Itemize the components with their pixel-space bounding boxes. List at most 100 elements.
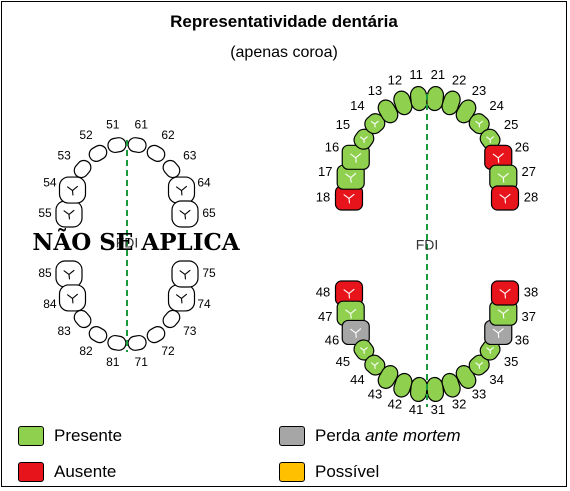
tooth-number-81: 81 (106, 355, 120, 369)
legend-item-possivel: Possível (279, 462, 379, 482)
tooth-83 (73, 309, 92, 329)
tooth-number-43: 43 (368, 387, 382, 402)
tooth-52 (88, 144, 108, 162)
tooth-crown-32 (441, 372, 461, 398)
tooth-crown-62 (146, 144, 166, 162)
tooth-number-75: 75 (202, 266, 216, 280)
tooth-number-55: 55 (38, 206, 52, 220)
tooth-number-36: 36 (515, 332, 529, 347)
tooth-crown-71 (127, 334, 147, 351)
tooth-54 (58, 176, 87, 204)
chart-title: Representatividade dentária (170, 12, 398, 31)
legend-label-possivel: Possível (315, 462, 380, 481)
tooth-number-13: 13 (368, 83, 382, 98)
tooth-number-47: 47 (318, 309, 332, 324)
tooth-61 (127, 137, 147, 154)
tooth-number-35: 35 (504, 354, 518, 369)
tooth-number-51: 51 (106, 118, 120, 132)
tooth-number-63: 63 (183, 148, 197, 162)
tooth-number-74: 74 (197, 297, 211, 311)
tooth-64 (167, 176, 196, 204)
tooth-32 (441, 372, 461, 398)
legend-label-perda: Perda ante mortem (315, 426, 461, 445)
tooth-number-26: 26 (515, 139, 529, 154)
tooth-number-18: 18 (316, 189, 330, 204)
permanent-fdi-label: FDI (416, 237, 439, 253)
tooth-31 (426, 376, 445, 403)
tooth-number-62: 62 (161, 128, 175, 142)
tooth-number-34: 34 (489, 372, 503, 387)
tooth-number-53: 53 (58, 148, 72, 162)
tooth-number-85: 85 (38, 266, 52, 280)
tooth-number-33: 33 (472, 387, 486, 402)
tooth-62 (146, 144, 166, 162)
tooth-number-27: 27 (521, 164, 535, 179)
tooth-crown-82 (88, 326, 108, 344)
tooth-number-65: 65 (202, 206, 216, 220)
tooth-28 (490, 185, 520, 211)
tooth-crown-13 (377, 99, 399, 124)
legend-item-ausente: Ausente (18, 462, 116, 482)
tooth-crown-43 (377, 365, 399, 389)
tooth-number-84: 84 (43, 297, 57, 311)
tooth-46 (341, 319, 370, 346)
tooth-crown-81 (107, 334, 127, 351)
tooth-34 (468, 354, 490, 376)
legend-label-ausente: Ausente (54, 462, 117, 481)
tooth-crown-22 (441, 90, 461, 116)
legend-swatch-presente (18, 426, 44, 446)
tooth-72 (146, 326, 166, 344)
tooth-38 (490, 280, 520, 306)
tooth-51 (107, 137, 127, 154)
tooth-number-42: 42 (388, 397, 402, 412)
tooth-crown-83 (73, 309, 92, 329)
tooth-81 (107, 334, 127, 351)
tooth-number-83: 83 (58, 324, 72, 338)
tooth-number-31: 31 (431, 402, 445, 417)
legend-swatch-perda (279, 426, 305, 446)
legend-swatch-possivel (279, 462, 305, 482)
tooth-number-22: 22 (452, 72, 466, 87)
legend-item-perda: Perda ante mortem (279, 426, 461, 446)
tooth-crown-73 (162, 309, 181, 329)
tooth-74 (167, 284, 196, 312)
tooth-24 (468, 113, 490, 135)
tooth-number-46: 46 (325, 332, 339, 347)
tooth-crown-61 (127, 137, 147, 154)
tooth-number-38: 38 (524, 284, 538, 299)
tooth-number-82: 82 (79, 344, 93, 358)
not-applicable-overlay: NÃO SE APLICA (32, 229, 240, 256)
legend-swatch-ausente (18, 462, 44, 482)
tooth-number-28: 28 (524, 189, 538, 204)
tooth-16 (341, 144, 370, 170)
tooth-73 (162, 309, 181, 329)
tooth-crown-51 (107, 137, 127, 154)
tooth-17 (336, 164, 365, 190)
tooth-number-25: 25 (504, 117, 518, 132)
tooth-65 (171, 200, 199, 228)
tooth-13 (377, 99, 399, 124)
tooth-75 (171, 260, 199, 288)
tooth-number-64: 64 (197, 175, 211, 189)
tooth-number-17: 17 (318, 164, 332, 179)
tooth-number-16: 16 (325, 139, 339, 154)
tooth-71 (127, 334, 147, 351)
tooth-22 (441, 90, 461, 116)
tooth-number-45: 45 (336, 354, 350, 369)
tooth-15 (353, 128, 375, 150)
tooth-number-72: 72 (161, 344, 175, 358)
tooth-crown-63 (162, 159, 181, 179)
tooth-number-14: 14 (350, 98, 364, 113)
tooth-number-11: 11 (409, 67, 423, 82)
tooth-number-15: 15 (336, 117, 350, 132)
tooth-55 (55, 200, 83, 228)
tooth-number-61: 61 (135, 118, 149, 132)
legend-label-presente: Presente (54, 426, 123, 445)
tooth-43 (377, 365, 399, 389)
tooth-number-12: 12 (388, 72, 402, 87)
deciduous-fdi-label: FDI (116, 235, 139, 251)
tooth-crown-52 (88, 144, 108, 162)
tooth-63 (162, 159, 181, 179)
